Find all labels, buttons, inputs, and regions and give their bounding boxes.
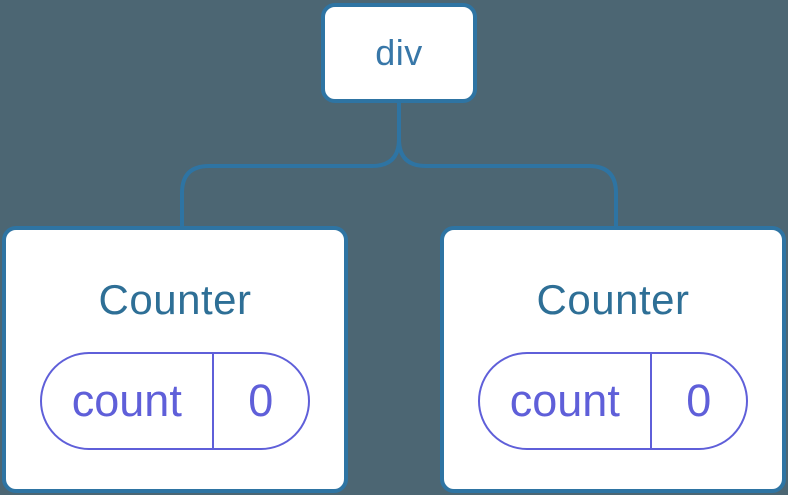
state-key-label: count [480,354,652,448]
state-badge: count 0 [40,352,310,450]
state-badge: count 0 [478,352,748,450]
connector-root-to-left-child [180,101,401,228]
root-node-label: div [375,32,423,73]
component-node-counter-right: Counter count 0 [440,226,786,493]
state-key-label: count [42,354,214,448]
component-name-label: Counter [536,276,690,323]
component-node-counter-left: Counter count 0 [2,226,348,493]
root-node-div: div [321,3,477,103]
state-value: 0 [248,375,274,426]
state-value: 0 [686,375,712,426]
component-name-label: Counter [98,276,252,323]
connector-root-to-right-child [397,101,618,228]
